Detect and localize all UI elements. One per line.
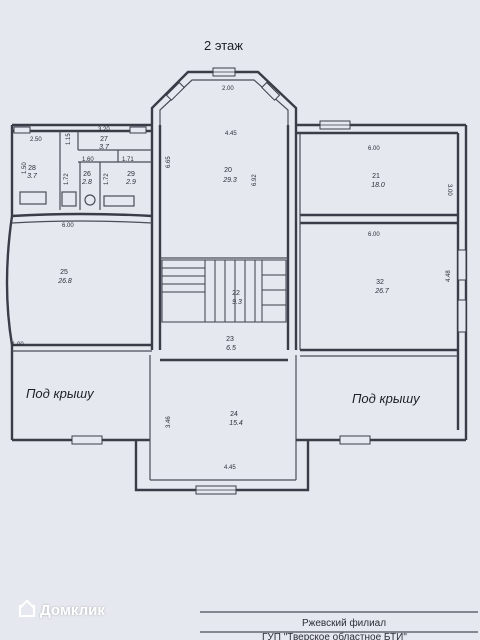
dimension: 4.48 bbox=[446, 270, 452, 282]
room-area: 2.8 bbox=[81, 179, 92, 186]
dimension: 6.00 bbox=[368, 146, 380, 152]
room-number: 25 bbox=[60, 269, 68, 276]
room-area: 3.7 bbox=[27, 173, 38, 180]
dimension: 1.15 bbox=[66, 133, 72, 145]
dimension: 3.20 bbox=[98, 127, 110, 133]
dimension: 1.00 bbox=[12, 342, 24, 348]
floor-title: 2 этаж bbox=[204, 38, 243, 53]
dimension: 3.46 bbox=[166, 416, 172, 428]
room-area: 15.4 bbox=[229, 420, 243, 427]
room-number: 26 bbox=[83, 171, 91, 178]
room-number: 28 bbox=[28, 165, 36, 172]
windows bbox=[13, 67, 467, 495]
dimension: 6.00 bbox=[62, 223, 74, 229]
room-labels: 20 29.3 21 18.0 22 9.3 23 6.5 24 15.4 25… bbox=[27, 136, 390, 427]
room-number: 23 bbox=[226, 336, 234, 343]
room-area: 6.5 bbox=[226, 345, 236, 352]
dimension: 1.60 bbox=[82, 157, 94, 163]
exterior-walls bbox=[5, 70, 468, 492]
dimension: 1.71 bbox=[122, 157, 134, 163]
room-number: 22 bbox=[232, 290, 240, 297]
room-number: 24 bbox=[230, 411, 238, 418]
under-roof-left: Под крышу bbox=[26, 386, 95, 401]
room-area: 3.7 bbox=[99, 144, 110, 151]
dimension: 1.50 bbox=[22, 162, 28, 174]
dimension: 2.50 bbox=[30, 137, 42, 143]
room-area: 26.7 bbox=[374, 288, 390, 295]
staircase bbox=[161, 259, 287, 323]
room-number: 20 bbox=[224, 167, 232, 174]
dimension: 1.72 bbox=[64, 173, 70, 185]
room-number: 27 bbox=[100, 136, 108, 143]
room-area: 2.9 bbox=[125, 179, 136, 186]
house-logo-icon bbox=[18, 601, 36, 619]
room-number: 32 bbox=[376, 279, 384, 286]
dimension: 6.65 bbox=[166, 156, 172, 168]
footer-line-1: Ржевский филиал bbox=[302, 617, 386, 629]
under-roof-right: Под крышу bbox=[352, 391, 421, 406]
dimension: 6.92 bbox=[252, 174, 258, 186]
footer-line-2: ГУП "Тверское областное БТИ" bbox=[262, 631, 407, 640]
room-number: 29 bbox=[127, 171, 135, 178]
interior-walls bbox=[11, 125, 458, 362]
room-area: 29.3 bbox=[222, 177, 237, 184]
domclick-watermark: Домклик bbox=[18, 601, 105, 619]
room-area: 9.3 bbox=[232, 299, 242, 306]
dimension: 4.45 bbox=[224, 465, 236, 471]
dimension: 3.00 bbox=[446, 184, 452, 196]
bti-stamp: Ржевский филиал ГУП "Тверское областное … bbox=[200, 611, 478, 640]
dimension-labels: 2.00 4.45 3.20 6.65 6.92 6.00 3.00 6.00 … bbox=[12, 86, 452, 471]
dimension: 2.00 bbox=[222, 86, 234, 92]
dimension: 4.45 bbox=[225, 131, 237, 137]
room-area: 18.0 bbox=[371, 182, 385, 189]
room-area: 26.8 bbox=[57, 278, 72, 285]
dimension: 6.00 bbox=[368, 232, 380, 238]
room-number: 21 bbox=[372, 173, 380, 180]
watermark-text: Домклик bbox=[40, 601, 105, 619]
dimension: 1.72 bbox=[104, 173, 110, 185]
